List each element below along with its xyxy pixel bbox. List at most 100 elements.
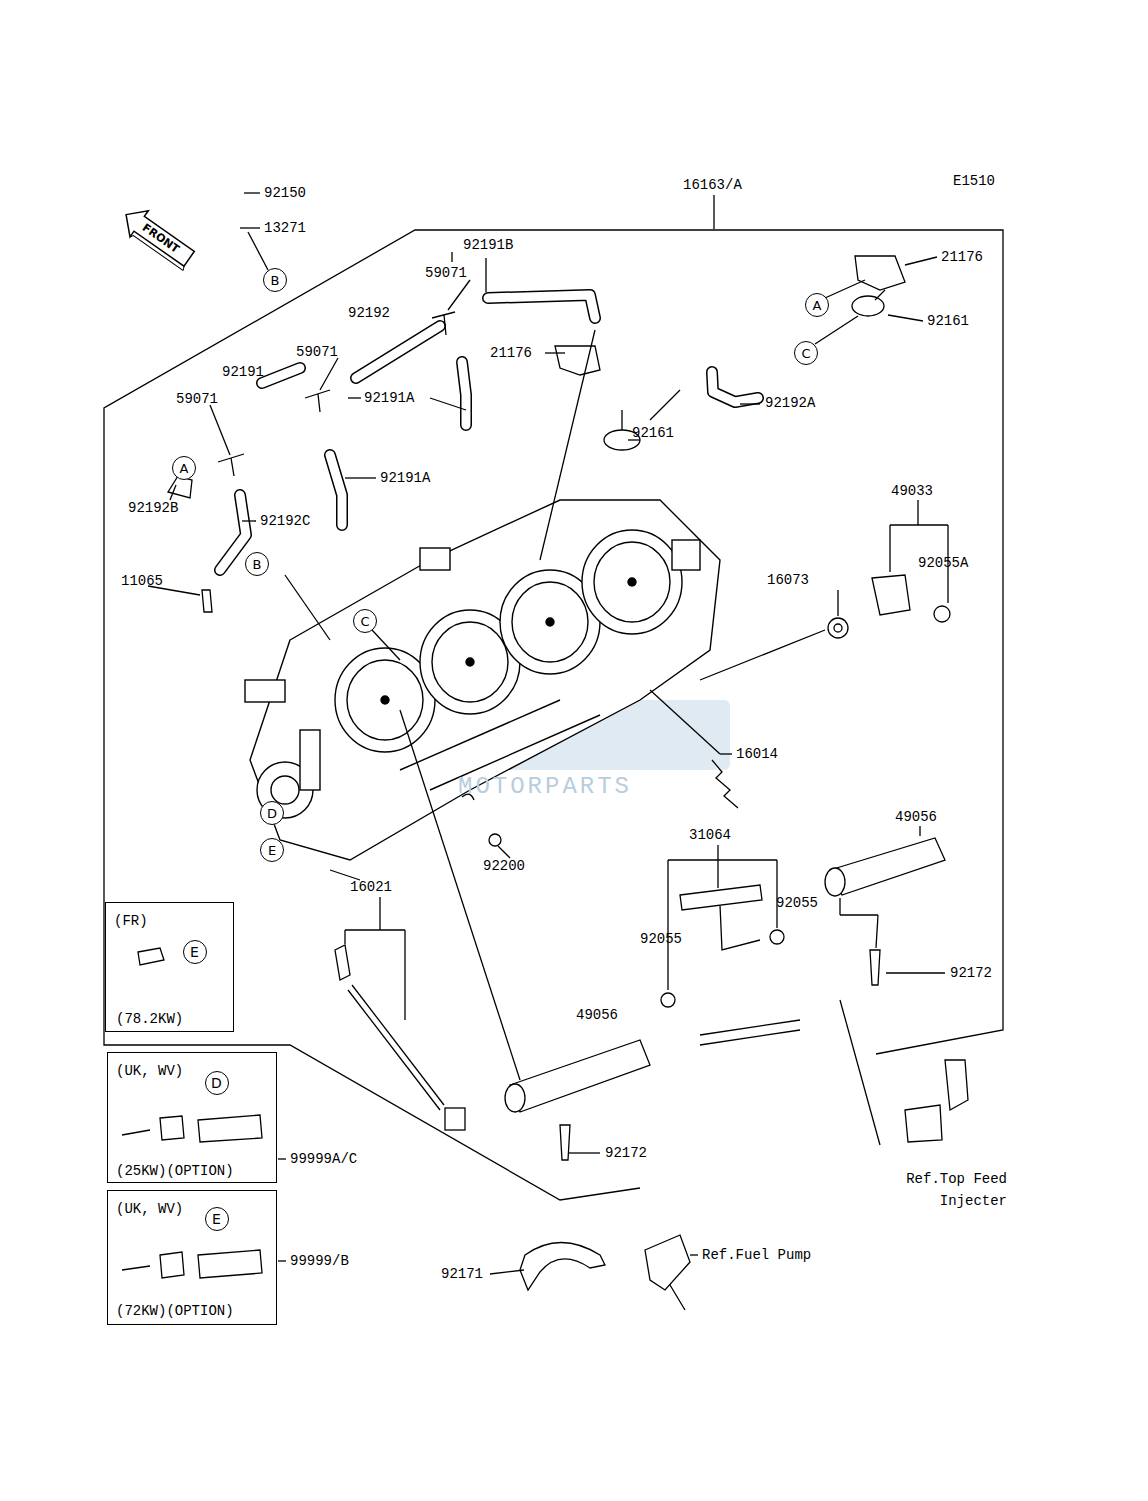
callout-number: 92161 <box>632 425 674 441</box>
hose <box>330 455 342 525</box>
cable <box>348 990 440 1110</box>
hose <box>262 368 300 383</box>
leader-line <box>404 930 405 1020</box>
variant-box: (FR)(78.2KW)E <box>105 902 234 1032</box>
assembly-outline <box>104 230 1003 1200</box>
reference-letter: B <box>271 274 280 287</box>
fuel-rail <box>510 1040 650 1112</box>
reference-letter: A <box>180 462 189 475</box>
reference-letter: C <box>801 347 810 360</box>
reference-letter: A <box>813 299 822 312</box>
callout-number: 92192C <box>260 513 310 529</box>
figure-code: E1510 <box>953 173 995 189</box>
leader-line <box>886 972 945 973</box>
throttle-body <box>271 776 299 804</box>
callout-number: 11065 <box>121 573 163 589</box>
fuel-rail <box>870 950 880 985</box>
variant-heading: (UK, WV) <box>116 1201 183 1217</box>
callout-number: 92055A <box>918 555 968 571</box>
callout-number: 21176 <box>941 249 983 265</box>
variant-heading: (FR) <box>114 913 148 929</box>
callout-number: 92161 <box>927 313 969 329</box>
leader-line <box>650 390 680 420</box>
leader-line <box>448 280 470 310</box>
throttle-body <box>582 530 682 634</box>
leader-line <box>700 630 825 680</box>
leader-line <box>717 845 718 860</box>
leader-line <box>278 1158 286 1159</box>
hose <box>712 372 758 402</box>
callout-number: Ref.Fuel Pump <box>702 1247 811 1263</box>
leader-line <box>344 930 345 944</box>
fuel-rail <box>661 993 675 1007</box>
throttle-body <box>432 622 508 702</box>
leader-line <box>840 914 878 915</box>
variant-box: (UK, WV)(72KW)(OPTION)E <box>107 1190 277 1325</box>
t-fitting <box>305 390 330 412</box>
leader-line <box>876 915 878 948</box>
leader-line <box>825 280 865 298</box>
leader-line <box>348 397 361 398</box>
leader-line <box>888 315 923 321</box>
hose <box>462 362 466 425</box>
t-fitting <box>218 454 244 476</box>
fuel-rail <box>560 1125 570 1160</box>
callout-number: 92191B <box>463 237 513 253</box>
inset-part <box>198 1115 262 1142</box>
leader-line <box>345 929 405 930</box>
callout-number: 59071 <box>296 344 338 360</box>
callout-number: 13271 <box>264 220 306 236</box>
throttle-body <box>672 540 700 570</box>
throttle-body <box>245 500 720 860</box>
callout-number: 92150 <box>264 185 306 201</box>
clip <box>520 1243 605 1291</box>
fuel-rail <box>770 930 784 944</box>
leader-line <box>668 859 777 860</box>
leader-line <box>776 860 777 928</box>
leader-line <box>330 870 360 880</box>
leader-line <box>840 1000 880 1145</box>
sensor <box>852 296 884 316</box>
callout-number: 49056 <box>576 1007 618 1023</box>
hose <box>356 326 440 378</box>
fitting <box>645 1235 690 1310</box>
reference-note: Ref.Top Feed Injecter <box>857 1168 1007 1212</box>
leader-line <box>889 525 890 572</box>
callout-number: 59071 <box>425 265 467 281</box>
leader-line <box>568 1152 600 1153</box>
inset-part <box>138 948 164 965</box>
variant-spec: (78.2KW) <box>116 1011 183 1027</box>
reference-letter: C <box>360 615 369 628</box>
callout-number: 92171 <box>441 1266 483 1282</box>
throttle-body <box>245 680 285 702</box>
leader-line <box>490 1270 524 1274</box>
callout-number: 16014 <box>736 746 778 762</box>
watermark-text: MOTORPARTS <box>458 774 632 800</box>
throttle-body <box>381 696 389 704</box>
callout-number: 49033 <box>891 483 933 499</box>
leader-line <box>210 405 230 455</box>
leader-line <box>740 403 760 404</box>
leader-line <box>720 753 732 754</box>
reference-circle: E <box>205 1207 229 1231</box>
inset-part <box>122 1252 184 1278</box>
reference-circle: B <box>245 552 269 576</box>
callout-number: 92172 <box>950 965 992 981</box>
throttle-body <box>300 730 320 790</box>
throttle-body <box>466 658 474 666</box>
fuel-rail <box>505 838 945 1160</box>
callout-number: 16073 <box>767 572 809 588</box>
callout-number: 99999/B <box>290 1253 349 1269</box>
leader-line <box>917 500 918 525</box>
leader-line <box>320 358 338 390</box>
reference-circle: C <box>794 341 818 365</box>
callout-number: 92055 <box>776 895 818 911</box>
callout-number: 92172 <box>605 1145 647 1161</box>
callout-number: 92055 <box>640 931 682 947</box>
leader-line <box>451 252 452 262</box>
callout-number: 92200 <box>483 858 525 874</box>
leader-line <box>485 258 486 292</box>
hose <box>220 295 758 570</box>
callout-number: 49056 <box>895 809 937 825</box>
